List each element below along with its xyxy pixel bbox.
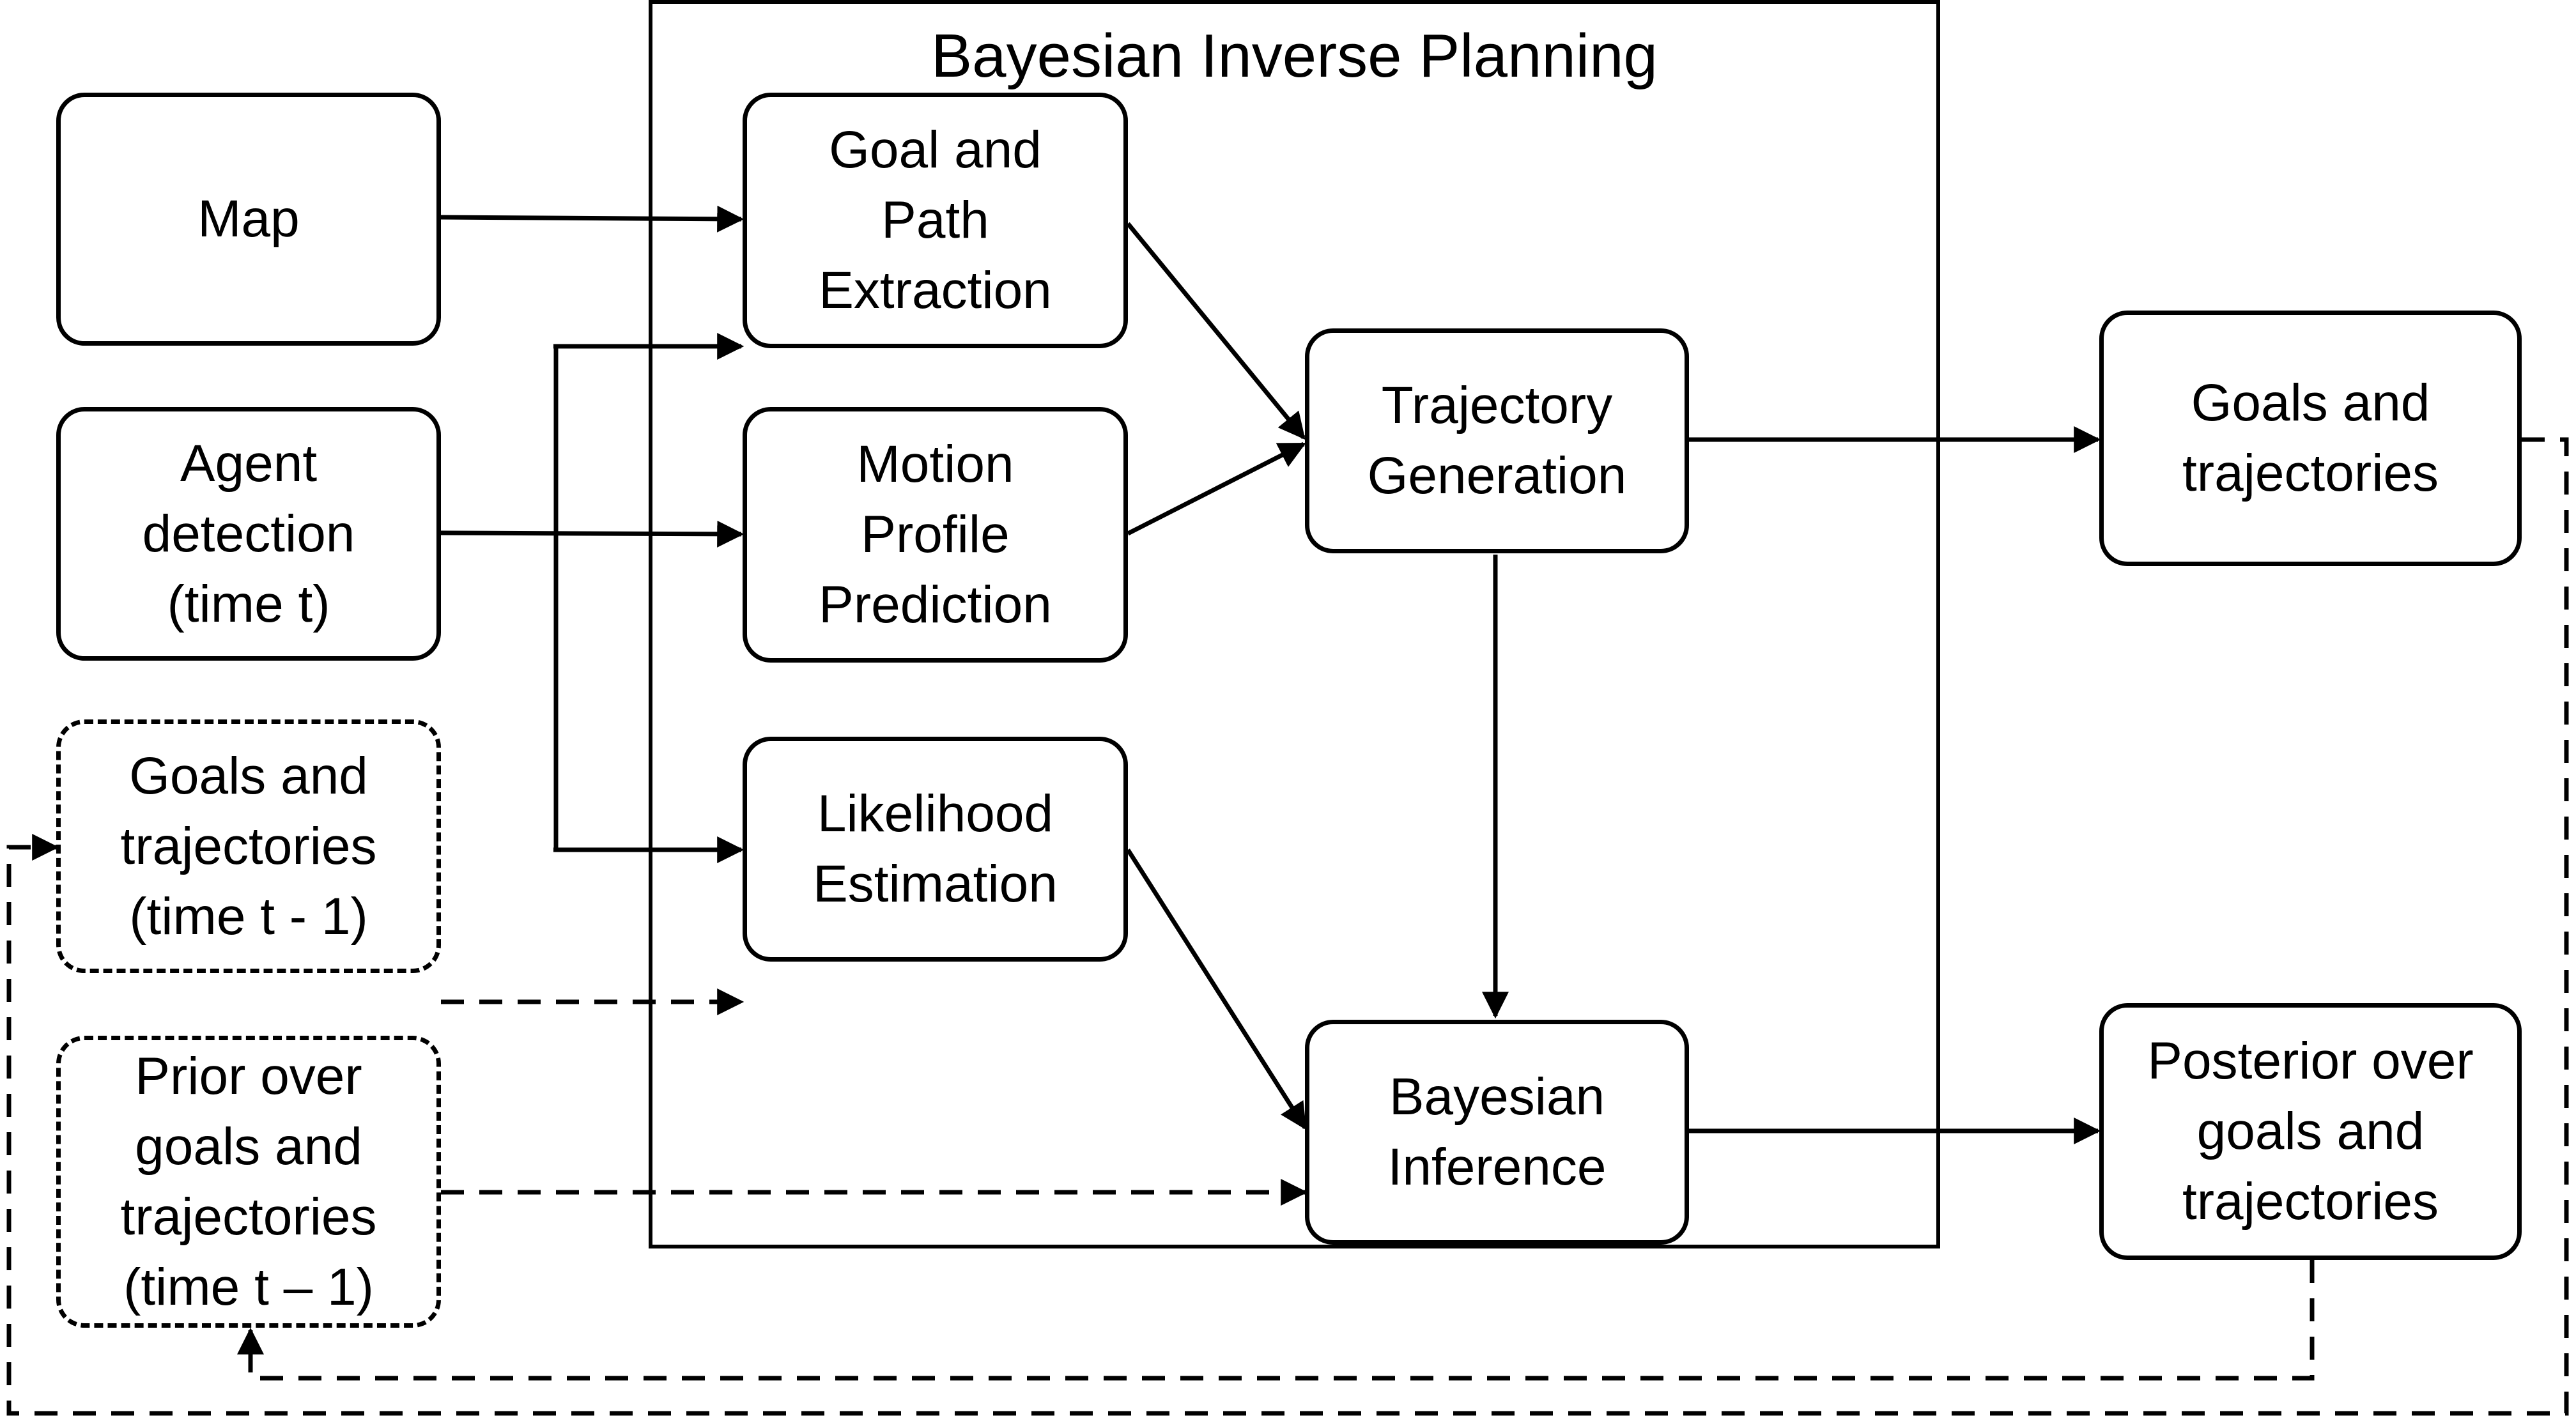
edge-loop-posterior-feedback bbox=[237, 1260, 2315, 1381]
prior-prev-box: Prior over goals and trajectories (time … bbox=[56, 1036, 441, 1328]
diagram-title: Bayesian Inverse Planning bbox=[931, 22, 1658, 90]
motion-profile-label: Motion Profile Prediction bbox=[819, 435, 1052, 634]
edge-motion-to-trajectory bbox=[1127, 442, 1306, 536]
agent-detection-box: Agent detection (time t) bbox=[56, 407, 441, 661]
goals-prev-label: Goals and trajectories (time t - 1) bbox=[120, 746, 377, 946]
edge-goal-path-to-trajectory bbox=[1126, 222, 1306, 440]
edge-loop-goals-feedback bbox=[6, 437, 2569, 1416]
bayesian-inverse-planning-frame bbox=[649, 0, 1940, 1248]
motion-profile-box: Motion Profile Prediction bbox=[743, 407, 1128, 663]
bayesian-inference-label: Bayesian Inference bbox=[1387, 1068, 1607, 1196]
posterior-output-box: Posterior over goals and trajectories bbox=[2099, 1003, 2522, 1260]
goals-prev-box: Goals and trajectories (time t - 1) bbox=[56, 719, 441, 973]
trajectory-generation-box: Trajectory Generation bbox=[1305, 328, 1689, 553]
map-label: Map bbox=[197, 190, 300, 248]
map-box: Map bbox=[56, 93, 441, 346]
goals-trajectories-output-box: Goals and trajectories bbox=[2099, 311, 2522, 566]
agent-detection-label: Agent detection (time t) bbox=[142, 434, 355, 633]
bayesian-inference-box: Bayesian Inference bbox=[1305, 1020, 1689, 1245]
likelihood-estimation-box: Likelihood Estimation bbox=[743, 737, 1128, 962]
prior-prev-label: Prior over goals and trajectories (time … bbox=[120, 1047, 377, 1316]
goals-trajectories-output-label: Goals and trajectories bbox=[2182, 374, 2439, 502]
posterior-output-label: Posterior over goals and trajectories bbox=[2147, 1032, 2474, 1231]
goal-path-extraction-label: Goal and Path Extraction bbox=[819, 121, 1052, 319]
edge-map-to-goal-path bbox=[440, 205, 744, 233]
edge-likelihood-to-inference bbox=[1126, 849, 1307, 1130]
goal-path-extraction-box: Goal and Path Extraction bbox=[743, 93, 1128, 348]
likelihood-estimation-label: Likelihood Estimation bbox=[813, 785, 1058, 913]
trajectory-generation-label: Trajectory Generation bbox=[1367, 376, 1627, 505]
edge-agent-to-motion-profile bbox=[440, 520, 744, 548]
